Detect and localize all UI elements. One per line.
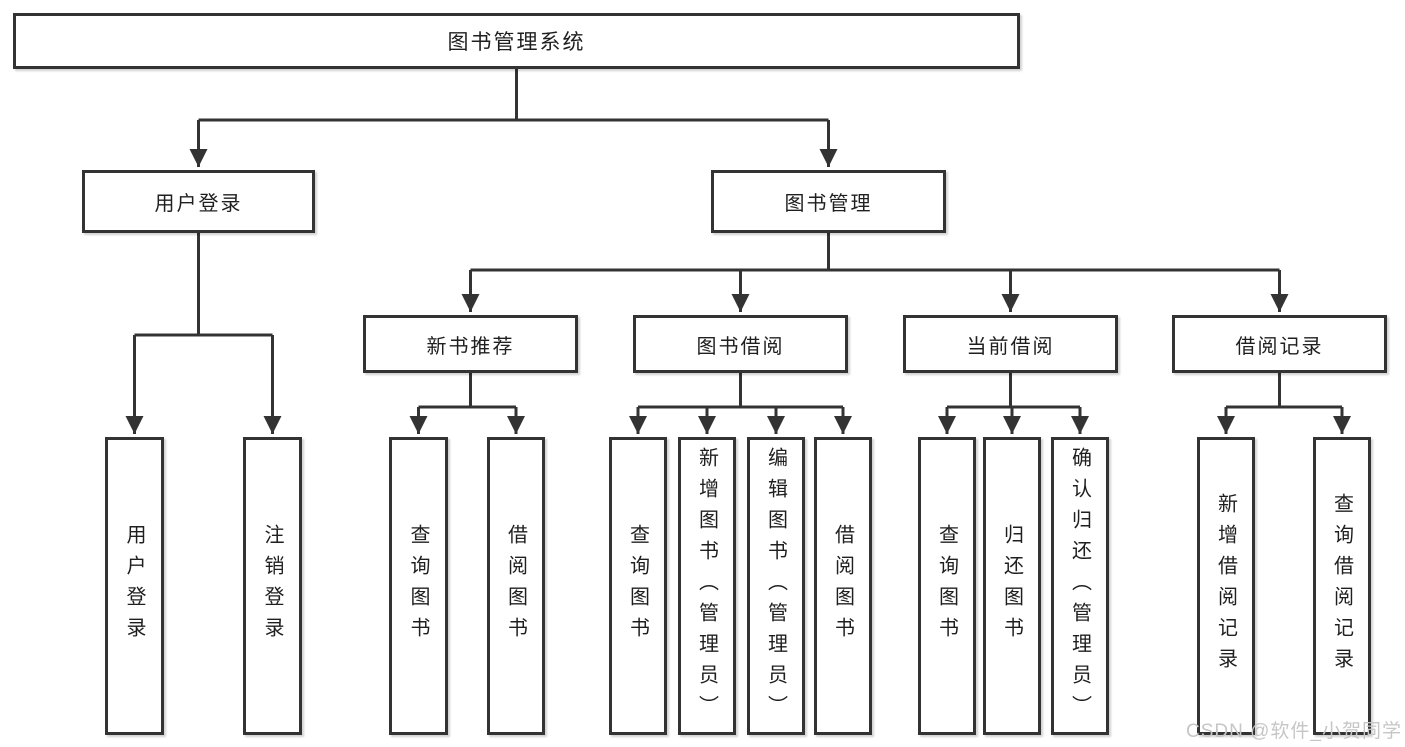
node-leaf-query-book-2-label: 查询图书 [626,524,649,648]
node-book-mgmt: 图书管理 [711,170,946,233]
node-user-login: 用户登录 [82,170,315,233]
node-user-login-label: 用户登录 [154,193,243,215]
node-leaf-user-login-label: 用户登录 [123,524,145,648]
node-leaf-query-record: 查询借阅记录 [1313,437,1371,735]
node-book-borrow: 图书借阅 [633,315,848,373]
node-leaf-confirm-return-label: 确认归还（管理员） [1068,446,1091,726]
connector-user-login-children [125,233,282,434]
node-leaf-user-login: 用户登录 [105,437,164,735]
node-root-label: 图书管理系统 [447,31,586,54]
node-leaf-edit-book-label: 编辑图书（管理员） [764,446,787,726]
node-leaf-logout: 注销登录 [243,437,302,735]
connector-borrow-record-children [1217,373,1351,434]
node-leaf-add-record-label: 新增借阅记录 [1214,493,1237,679]
node-leaf-logout-label: 注销登录 [261,524,283,648]
node-new-book-rec: 新书推荐 [363,315,578,373]
node-leaf-add-record: 新增借阅记录 [1197,437,1255,735]
csdn-watermark: CSDN @软件_小贺同学 [1186,721,1402,742]
node-leaf-add-book-label: 新增图书（管理员） [695,446,718,726]
node-leaf-return-book-label: 归还图书 [1000,524,1023,648]
node-book-borrow-label: 图书借阅 [696,335,785,358]
node-leaf-edit-book: 编辑图书（管理员） [747,437,805,735]
node-borrow-record: 借阅记录 [1172,315,1387,373]
connector-current-borrow-children [938,373,1089,434]
node-leaf-query-book-2: 查询图书 [609,437,667,735]
node-leaf-query-book-1: 查询图书 [389,437,448,735]
node-leaf-query-book-1-label: 查询图书 [407,524,429,648]
node-borrow-record-label: 借阅记录 [1235,335,1324,358]
node-leaf-return-book: 归还图书 [983,437,1041,735]
node-leaf-confirm-return: 确认归还（管理员） [1051,437,1109,735]
node-leaf-query-record-label: 查询借阅记录 [1330,493,1353,679]
connector-book-borrow-children [629,373,852,434]
node-current-borrow-label: 当前借阅 [966,335,1055,358]
node-leaf-borrow-book-2-label: 借阅图书 [831,524,854,648]
node-leaf-borrow-book-2: 借阅图书 [814,437,872,735]
node-root: 图书管理系统 [13,13,1020,69]
node-leaf-query-book-3: 查询图书 [918,437,976,735]
node-new-book-rec-label: 新书推荐 [426,335,515,358]
node-current-borrow: 当前借阅 [903,315,1118,373]
connector-book-mgmt-children [461,233,1289,312]
node-book-mgmt-label: 图书管理 [784,193,873,215]
node-leaf-add-book: 新增图书（管理员） [678,437,736,735]
node-leaf-borrow-book-1-label: 借阅图书 [504,524,527,648]
connector-root-to-level2 [189,69,838,167]
connector-new-book-rec-children [409,373,525,434]
node-leaf-borrow-book-1: 借阅图书 [487,437,545,735]
node-leaf-query-book-3-label: 查询图书 [935,524,958,648]
